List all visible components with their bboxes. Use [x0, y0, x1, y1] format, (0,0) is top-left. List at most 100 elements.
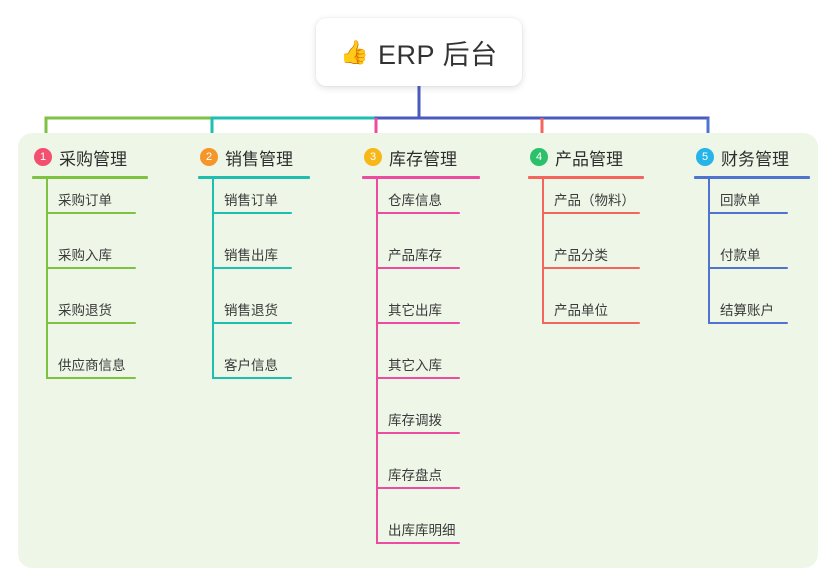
branch-item-label: 回款单: [720, 193, 761, 208]
branch-item-underline: [212, 212, 292, 214]
branch-item-underline: [376, 212, 460, 214]
branch-item-label: 采购订单: [58, 193, 112, 208]
branch-column-4: 4 产品管理产品（物料） 产品分类产品单位: [528, 144, 644, 344]
branch-item-underline: [376, 542, 460, 544]
branch-header-underline: [694, 176, 810, 179]
branch-item-underline: [46, 267, 136, 269]
branch-header-3[interactable]: 3 库存管理: [362, 144, 480, 170]
branch-item-underline: [376, 377, 460, 379]
branch-item-underline: [376, 267, 460, 269]
branch-header-underline: [362, 176, 480, 179]
branch-item[interactable]: 产品（物料）: [528, 179, 644, 234]
branch-column-3: 3 库存管理仓库信息产品库存其它出库其它入库库存调拨库存盘点出库库明细: [362, 144, 480, 564]
branch-title: 库存管理: [389, 149, 457, 169]
branch-header-underline: [32, 176, 148, 179]
branch-item-label: 采购入库: [58, 248, 112, 263]
branch-item-list: 采购订单采购入库采购退货供应商信息: [32, 179, 148, 399]
branch-item[interactable]: 结算账户: [694, 289, 810, 344]
branch-header-4[interactable]: 4 产品管理: [528, 144, 644, 170]
branch-spine: [376, 179, 378, 544]
branch-item-label: 产品（物料）: [554, 193, 635, 208]
branch-number-badge: 3: [364, 148, 382, 166]
branch-item-list: 销售订单销售出库销售退货客户信息: [198, 179, 310, 399]
branch-item-label: 库存调拨: [388, 413, 442, 428]
branch-header-1[interactable]: 1 采购管理: [32, 144, 148, 170]
branch-item-label: 其它入库: [388, 358, 442, 373]
branch-item[interactable]: 其它出库: [362, 289, 480, 344]
branch-column-2: 2 销售管理销售订单销售出库销售退货客户信息: [198, 144, 310, 399]
root-node-content: 👍 ERP 后台: [340, 33, 497, 72]
branch-item-underline: [376, 487, 460, 489]
branch-item-underline: [212, 322, 292, 324]
branch-item[interactable]: 回款单: [694, 179, 810, 234]
branch-item-underline: [376, 322, 460, 324]
branch-title: 产品管理: [555, 149, 623, 169]
branch-item-label: 其它出库: [388, 303, 442, 318]
branch-item-underline: [708, 267, 788, 269]
branch-number-badge: 5: [696, 148, 714, 166]
branch-item[interactable]: 客户信息: [198, 344, 310, 399]
branch-item-label: 仓库信息: [388, 193, 442, 208]
branch-item[interactable]: 付款单: [694, 234, 810, 289]
branch-header-2[interactable]: 2 销售管理: [198, 144, 310, 170]
branch-number-badge: 1: [34, 148, 52, 166]
branch-item[interactable]: 产品分类: [528, 234, 644, 289]
branch-spine: [212, 179, 214, 379]
branch-header-5[interactable]: 5 财务管理: [694, 144, 810, 170]
branch-item-underline: [46, 322, 136, 324]
branch-item-label: 销售退货: [224, 303, 278, 318]
branch-title: 采购管理: [59, 149, 127, 169]
branch-number-badge: 2: [200, 148, 218, 166]
branch-item-underline: [46, 212, 136, 214]
branch-item-list: 产品（物料） 产品分类产品单位: [528, 179, 644, 344]
branch-item-underline: [542, 267, 640, 269]
branch-item-underline: [212, 267, 292, 269]
branch-item[interactable]: 仓库信息: [362, 179, 480, 234]
branch-item[interactable]: 库存调拨: [362, 399, 480, 454]
branch-title: 销售管理: [225, 149, 293, 169]
branch-header-underline: [198, 176, 310, 179]
branch-item[interactable]: 采购退货: [32, 289, 148, 344]
branch-item[interactable]: 销售出库: [198, 234, 310, 289]
branch-item[interactable]: 采购订单: [32, 179, 148, 234]
branch-item[interactable]: 出库库明细: [362, 509, 480, 564]
branch-item[interactable]: 产品库存: [362, 234, 480, 289]
branch-title: 财务管理: [721, 149, 789, 169]
branch-item[interactable]: 采购入库: [32, 234, 148, 289]
branch-item[interactable]: 库存盘点: [362, 454, 480, 509]
branch-item-label: 出库库明细: [388, 523, 456, 538]
thumbs-up-icon: 👍: [340, 38, 370, 65]
branch-column-1: 1 采购管理采购订单采购入库采购退货供应商信息: [32, 144, 148, 399]
root-node-title: ERP 后台: [378, 39, 498, 70]
branch-item-underline: [708, 212, 788, 214]
branch-spine: [708, 179, 710, 324]
branch-header-underline: [528, 176, 644, 179]
branch-item-label: 销售出库: [224, 248, 278, 263]
branch-item-label: 产品单位: [554, 303, 608, 318]
branch-item-underline: [46, 377, 136, 379]
branch-item-label: 付款单: [720, 248, 761, 263]
branch-item-label: 销售订单: [224, 193, 278, 208]
branch-item-list: 回款单付款单结算账户: [694, 179, 810, 344]
branch-item[interactable]: 销售订单: [198, 179, 310, 234]
branch-column-5: 5 财务管理回款单付款单结算账户: [694, 144, 810, 344]
branch-item[interactable]: 供应商信息: [32, 344, 148, 399]
root-node-card[interactable]: 👍 ERP 后台: [316, 18, 522, 86]
branch-item-underline: [212, 377, 292, 379]
branch-item-label: 库存盘点: [388, 468, 442, 483]
branch-item-label: 产品分类: [554, 248, 608, 263]
branch-item[interactable]: 销售退货: [198, 289, 310, 344]
branch-item-label: 产品库存: [388, 248, 442, 263]
branch-item-label: 结算账户: [720, 303, 774, 318]
branch-item-underline: [542, 322, 640, 324]
branch-number-badge: 4: [530, 148, 548, 166]
branches-panel: [18, 133, 818, 568]
branch-item[interactable]: 其它入库: [362, 344, 480, 399]
branch-item-list: 仓库信息产品库存其它出库其它入库库存调拨库存盘点出库库明细: [362, 179, 480, 564]
branch-item-label: 客户信息: [224, 358, 278, 373]
branch-item-label: 采购退货: [58, 303, 112, 318]
branch-item-label: 供应商信息: [58, 358, 126, 373]
branch-item[interactable]: 产品单位: [528, 289, 644, 344]
branch-item-underline: [376, 432, 460, 434]
